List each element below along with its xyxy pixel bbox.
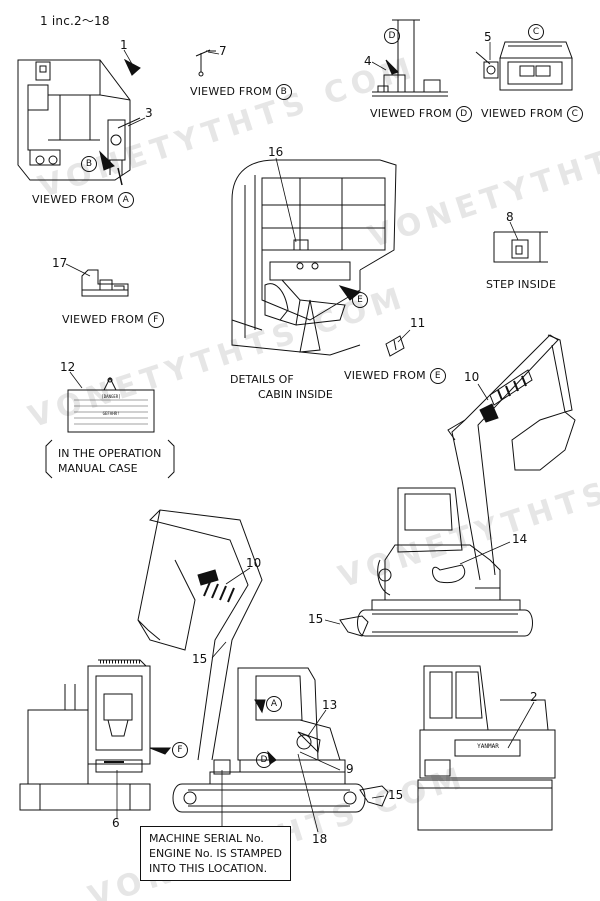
callout-15-middle: 15 [192,652,208,666]
callout-15-right: 15 [308,612,324,626]
marker-d-icon: D [455,106,472,122]
marker-f-icon: F [147,312,164,328]
step-inside-label: STEP INSIDE [486,278,557,291]
part-15-drawing [339,615,389,807]
marker-b-icon: B [81,156,97,172]
cabin-details-label: DETAILS OF CABIN INSIDE [230,373,333,401]
view-a-console-drawing [17,58,141,186]
callout-10-left: 10 [246,556,262,570]
view-c-drawing [475,41,573,91]
callout-1: 1 [120,38,128,52]
step-inside-drawing [493,231,548,263]
cabin-inside-drawing [231,159,397,356]
callout-11: 11 [410,316,426,330]
callout-18: 18 [312,832,328,846]
danger-label-text: [DANGER] GEFAHR! [101,394,121,416]
marker-c-icon: C [528,24,544,40]
excavator-back-view-drawing [417,665,556,831]
part-7-drawing [195,49,216,77]
marker-a-icon: A [266,696,282,712]
leader-lines [65,42,535,833]
part-11-drawing [385,335,405,357]
view-d-drawing [372,19,448,97]
header-range: 1 inc.2～18 [40,14,110,28]
marker-e-icon: E [352,292,368,308]
callout-13: 13 [322,698,338,712]
callout-8: 8 [506,210,514,224]
brand-plate: YANMAR [477,743,499,750]
operation-case-label: IN THE OPERATION MANUAL CASE [58,447,162,475]
marker-d-icon: D [384,28,400,44]
marker-a-icon: A [117,192,134,208]
excavator-rear-view-drawing [357,334,576,637]
callout-5: 5 [484,30,492,44]
callout-14: 14 [512,532,528,546]
marker-e-icon: E [429,368,446,384]
excavator-front-view-drawing [19,659,172,811]
marker-d-icon: D [256,752,272,768]
marker-c-icon: C [566,106,583,122]
callout-17: 17 [52,256,68,270]
callout-10-right: 10 [464,370,480,384]
callout-6: 6 [112,816,120,830]
callout-2: 2 [530,690,538,704]
callout-15-bottom: 15 [388,788,404,802]
marker-b-icon: B [275,84,292,100]
marker-f-icon: F [172,742,188,758]
danger-label-drawing [67,376,155,433]
callout-3: 3 [145,106,153,120]
callout-16: 16 [268,145,284,159]
callout-4: 4 [364,54,372,68]
view-f-small-drawing [81,269,129,297]
serial-number-note: MACHINE SERIAL No. ENGINE No. IS STAMPED… [140,826,292,881]
callout-9: 9 [346,762,354,776]
callout-12: 12 [60,360,76,374]
operation-case-bracket [45,439,175,479]
callout-7: 7 [219,44,227,58]
